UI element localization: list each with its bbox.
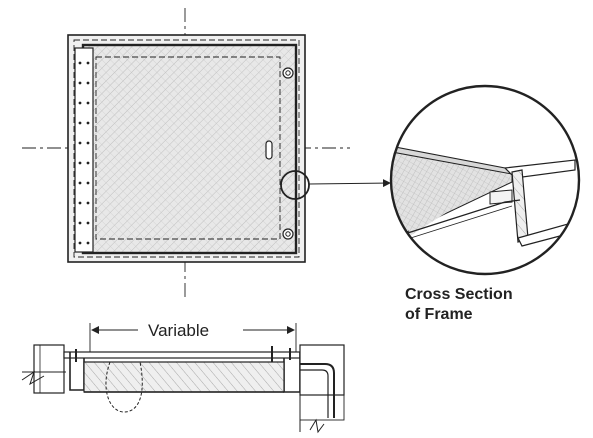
dimension-label: Variable	[148, 321, 209, 340]
caption-line-2: of Frame	[405, 306, 473, 323]
frame-dashed-outline	[73, 39, 300, 258]
detail-circle-outline	[389, 84, 581, 276]
section-view: Variable	[21, 321, 345, 434]
detail-callout-circle	[280, 170, 310, 200]
detail-leader-arrow	[308, 179, 391, 188]
frame-top-flange	[63, 351, 301, 359]
caption-line-1: Cross Section	[405, 286, 513, 303]
panel-infill	[83, 361, 285, 393]
hinge-holes	[78, 61, 90, 245]
frame-detail	[389, 84, 581, 276]
right-angle-bracket	[300, 363, 335, 418]
screw-icon	[282, 67, 294, 79]
handle-slot-icon	[265, 140, 273, 160]
door-panel	[81, 43, 298, 255]
hinge-strip	[74, 47, 94, 253]
screw-icon	[282, 228, 294, 240]
front-elevation	[22, 8, 391, 300]
panel-inner-dashed	[95, 56, 281, 240]
left-wall-stud	[33, 344, 65, 394]
